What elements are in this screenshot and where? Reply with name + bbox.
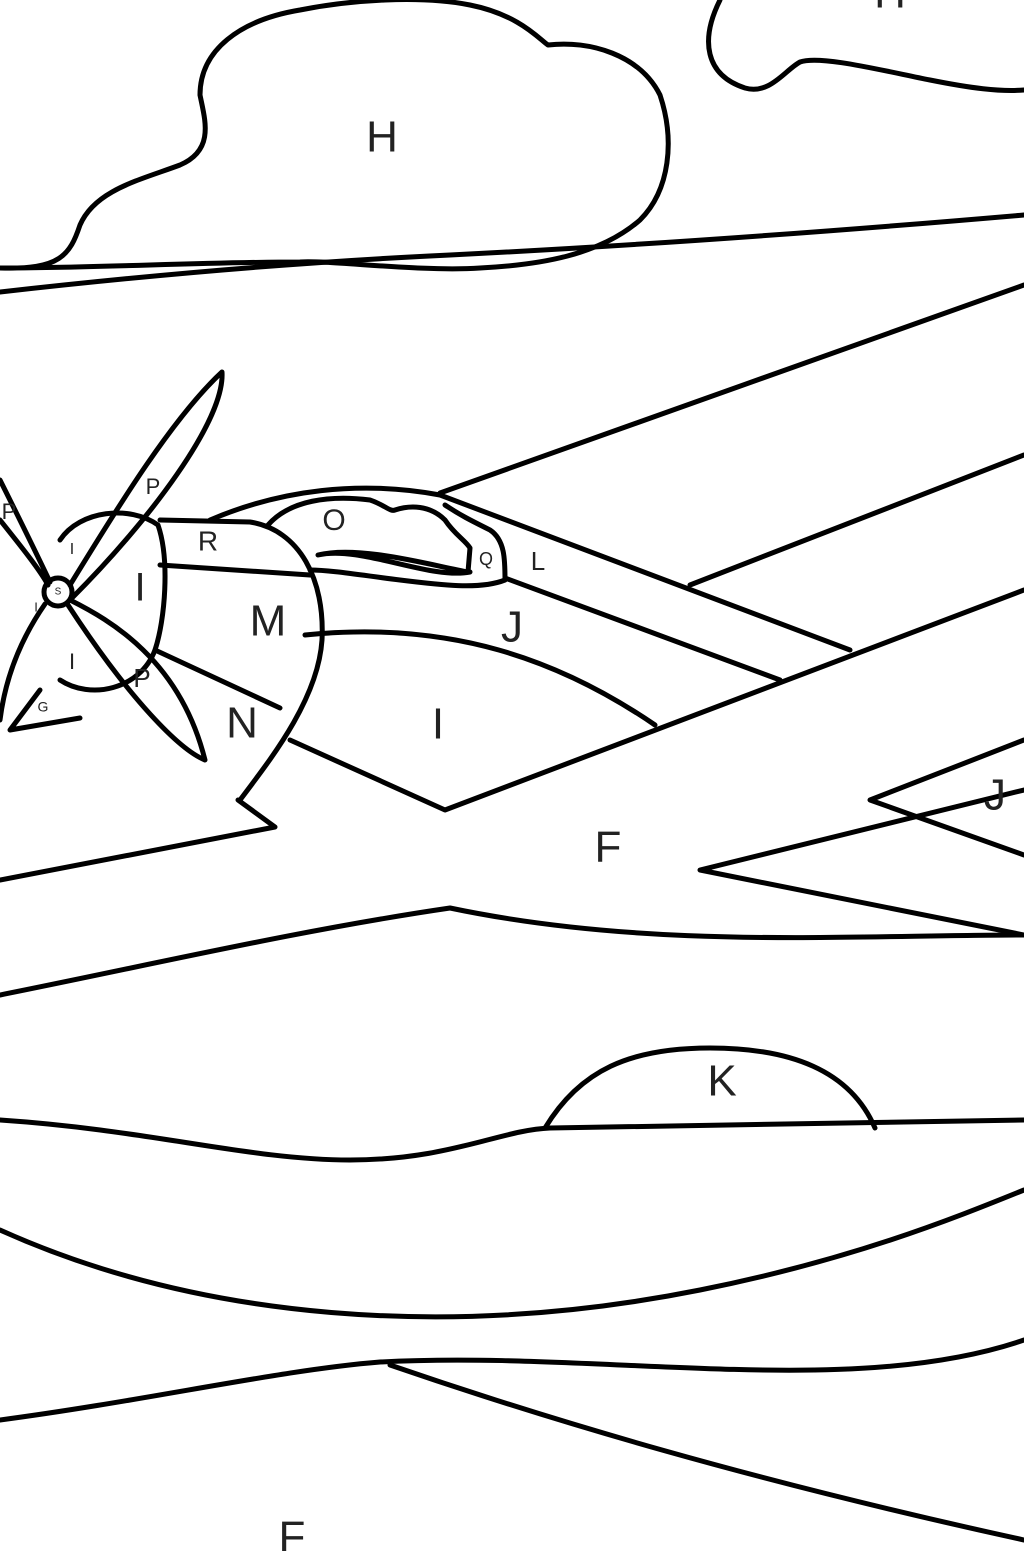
label-canopy: O	[322, 504, 345, 537]
label-spinner-small-left: I	[34, 599, 38, 614]
label-canopy-frame: Q	[479, 549, 493, 569]
label-tail-region: J	[984, 771, 1006, 820]
label-prop-blade-top: P	[146, 474, 161, 499]
label-cowl-bottom: N	[226, 699, 258, 748]
label-cloud-left: H	[366, 113, 398, 162]
prop-blade-left	[0, 477, 53, 723]
label-spinner-small-bottom: I	[69, 649, 75, 674]
label-nose-g: G	[38, 699, 49, 715]
hill-3	[387, 1362, 1024, 1543]
prop-blade-bottom	[65, 597, 208, 763]
sun	[542, 1045, 878, 1131]
tail	[697, 737, 1024, 938]
canopy-frame	[307, 502, 508, 589]
label-ground: F	[279, 1513, 306, 1551]
label-cowl-top: R	[198, 525, 218, 556]
cowl	[157, 517, 325, 803]
hill-1	[0, 1187, 1024, 1320]
label-fuselage-top: L	[531, 546, 545, 576]
cloud-right	[706, 0, 1024, 93]
nose-g	[7, 687, 83, 733]
label-nose-cowl: I	[134, 566, 145, 610]
label-wing: F	[595, 823, 622, 872]
label-fuselage-mid: J	[501, 603, 523, 652]
label-sun: K	[707, 1057, 736, 1106]
fuselage-top	[207, 485, 853, 653]
spinner	[41, 575, 75, 609]
upper-wing-edge-2	[687, 452, 1024, 588]
label-fuselage-low: I	[432, 700, 444, 749]
cowl-lines	[152, 562, 313, 711]
label-prop-blade-bottom: P	[133, 663, 150, 693]
fuselage-line-2	[302, 629, 658, 728]
cloud-left	[0, 0, 671, 272]
lower-wing	[0, 905, 1024, 998]
label-cowl-middle: M	[250, 597, 287, 646]
fuselage-line	[502, 575, 783, 683]
label-spinner-small-top: I	[70, 541, 74, 558]
prop-blade-top	[67, 369, 225, 601]
label-prop-blade-top-left: P	[2, 499, 17, 524]
lower-wing-front	[0, 797, 278, 883]
upper-wing-edge	[437, 282, 1024, 496]
label-cloud-right: H	[874, 0, 906, 18]
nose-arc	[57, 510, 168, 693]
canopy	[265, 495, 473, 576]
label-spinner-center: S	[55, 587, 62, 598]
fuselage-bottom	[287, 587, 1024, 813]
sky-line	[0, 212, 1024, 295]
horizon	[0, 1117, 1024, 1163]
hill-2	[0, 1337, 1024, 1423]
